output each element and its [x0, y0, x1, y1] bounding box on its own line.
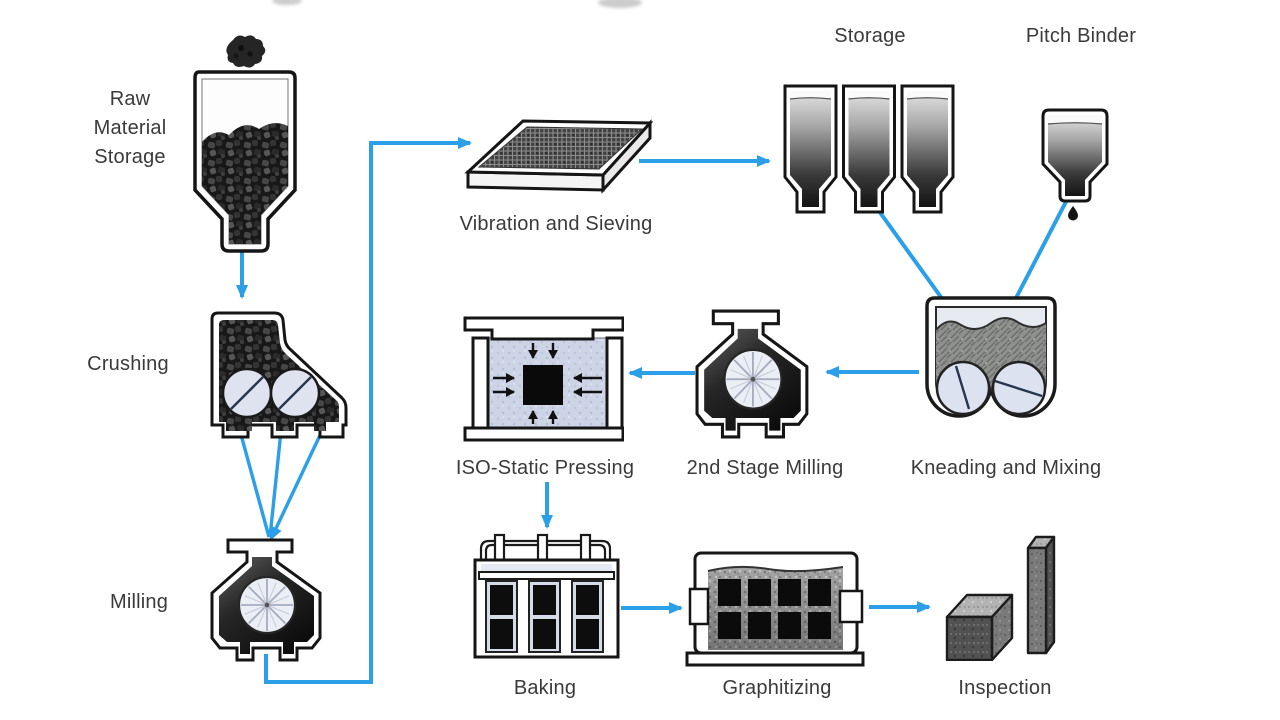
label-milling: Milling [109, 591, 169, 613]
label-inspection: Inspection [958, 677, 1052, 699]
silo [783, 84, 838, 214]
press-force-arrows [493, 343, 602, 424]
label-iso-static-pressing: ISO-Static Pressing [455, 457, 635, 479]
crushing-icon [210, 311, 348, 439]
graphitizing-base [685, 651, 865, 667]
pitch-drop [1068, 206, 1078, 221]
inspection-rod [1026, 535, 1056, 655]
press-bottom-plate [463, 426, 624, 442]
label-baking: Baking [513, 677, 577, 699]
silo [900, 84, 955, 214]
baking-cells [485, 580, 604, 653]
label-pitch-binder: Pitch Binder [1025, 25, 1137, 47]
arrow-storage-to-kneading [869, 198, 953, 313]
pitch-binder-icon [1041, 108, 1109, 221]
inspection-cube [945, 593, 1014, 661]
label-second-stage-milling: 2nd Stage Milling [686, 457, 844, 479]
cropped-text-artifact-left [272, 0, 302, 5]
baking-icon [473, 533, 620, 659]
label-graphitizing: Graphitizing [722, 677, 832, 699]
label-kneading-and-mixing: Kneading and Mixing [910, 457, 1102, 479]
press-billet [523, 365, 563, 405]
cropped-text-artifact-right [598, 0, 642, 8]
inspection-icon [945, 535, 1056, 661]
arrow-crushing-to-milling [238, 430, 324, 541]
press-top-plate [463, 316, 624, 341]
label-raw-material-storage: Raw Material Storage [93, 88, 167, 168]
milling-icon [210, 538, 322, 662]
vibration-sieving-icon [464, 119, 654, 194]
hopper-material [202, 123, 288, 244]
graphitizing-electrodes [718, 579, 831, 639]
raw-material-storage-icon [193, 35, 297, 253]
silo [842, 84, 896, 214]
label-vibration-and-sieving: Vibration and Sieving [459, 213, 653, 235]
press-right-column [605, 336, 624, 430]
kneading-mixing-icon [925, 296, 1057, 418]
iso-static-pressing-icon [463, 316, 624, 442]
label-storage: Storage [834, 25, 906, 47]
sieve-mesh [477, 126, 644, 170]
graphitizing-bus-right [838, 589, 864, 624]
second-stage-milling-icon [695, 309, 809, 439]
graphitizing-bus-left [688, 587, 710, 626]
label-crushing: Crushing [87, 353, 169, 375]
arrow-milling-to-sieving [264, 137, 472, 684]
graphitizing-icon [685, 551, 865, 667]
storage-silos-icon [783, 84, 955, 214]
raw-material-lump [226, 35, 266, 68]
press-left-column [471, 336, 490, 430]
